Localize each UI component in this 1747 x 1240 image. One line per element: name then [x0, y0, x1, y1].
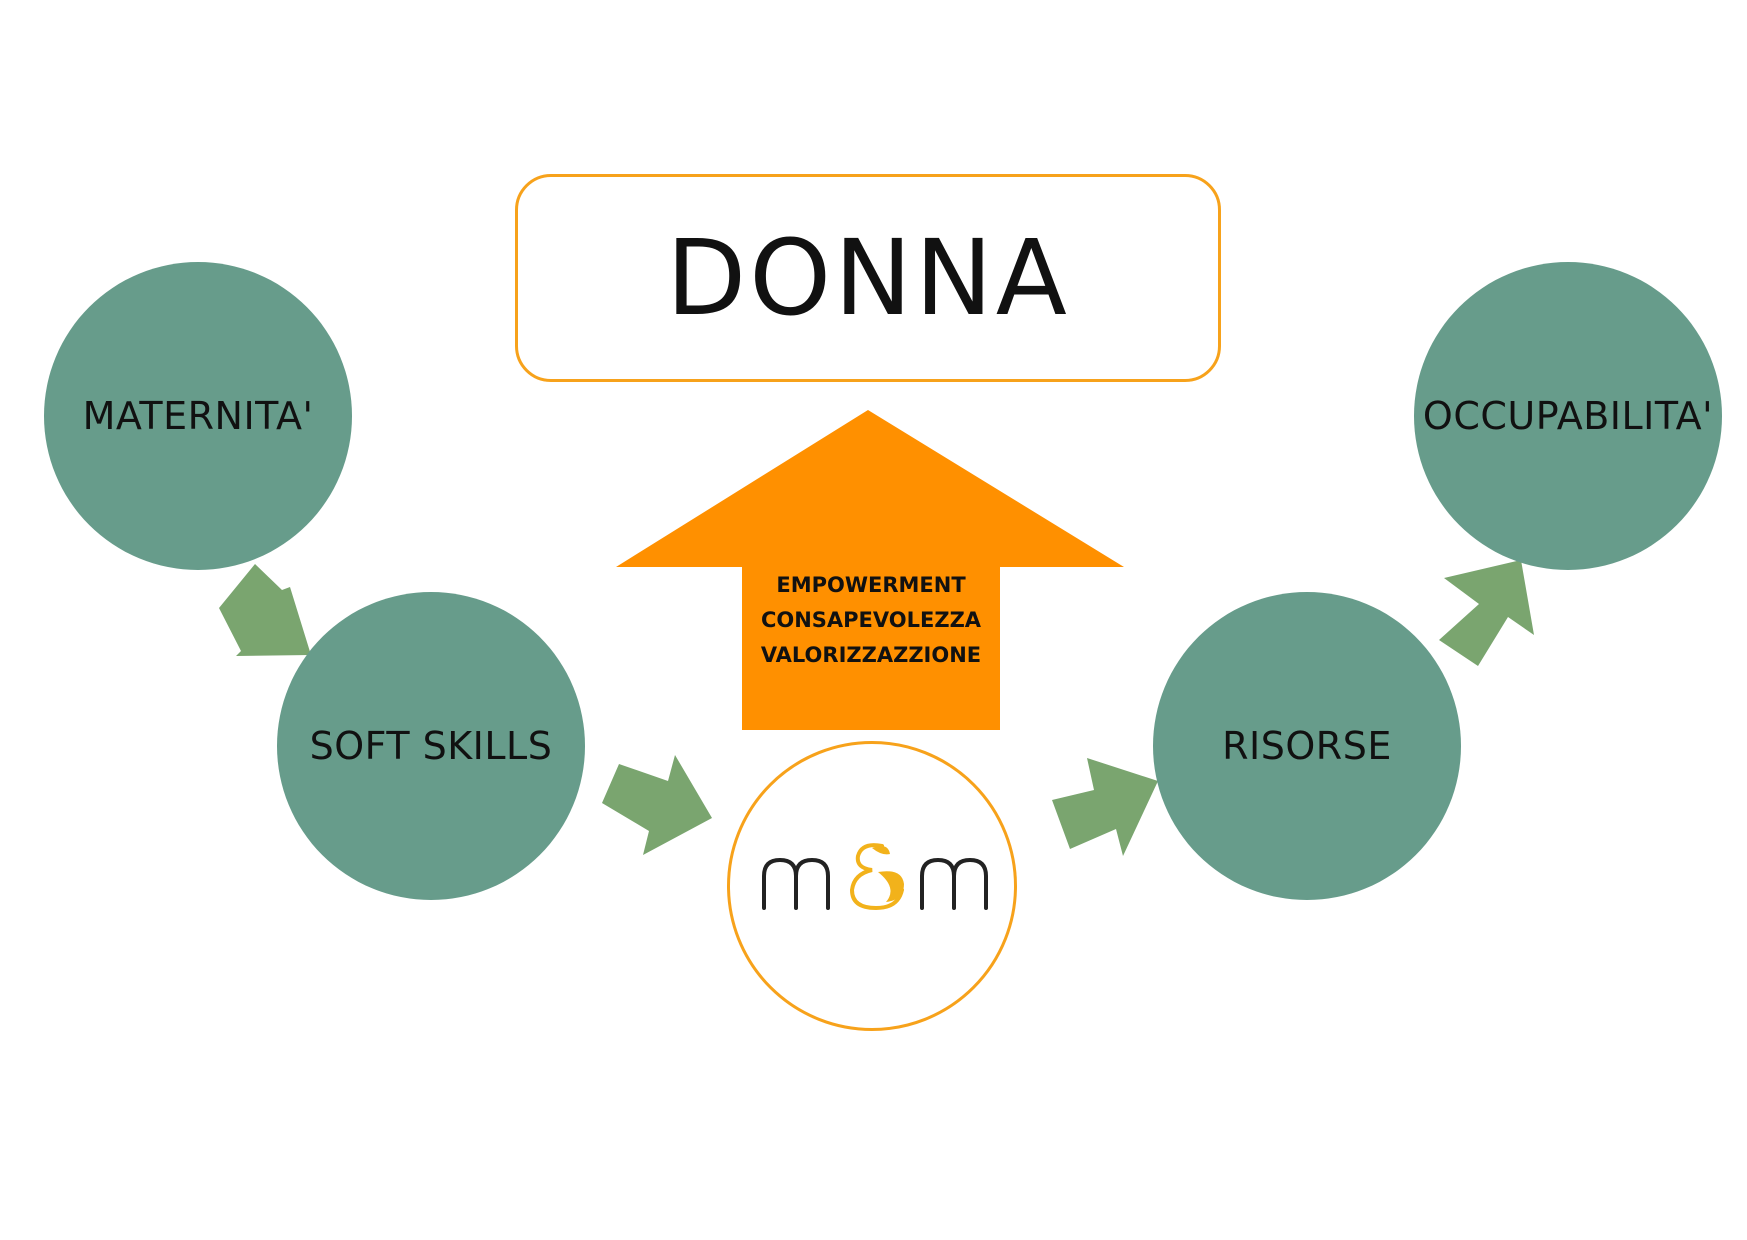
node-maternita: MATERNITA': [44, 262, 352, 570]
flow-arrow-softskills-to-logo: [602, 755, 712, 855]
donna-title: DONNA: [666, 217, 1070, 339]
up-arrow-text: EMPOWERMENT CONSAPEVOLEZZA VALORIZZAZZIO…: [742, 568, 1000, 673]
node-risorse: RISORSE: [1153, 592, 1461, 900]
flow-arrow-risorse-to-occupabilita: [1439, 560, 1534, 666]
node-label-soft-skills: SOFT SKILLS: [309, 724, 553, 768]
arrow-word-consapevolezza: CONSAPEVOLEZZA: [760, 608, 982, 632]
node-label-maternita: MATERNITA': [82, 394, 314, 438]
logo-circle: [727, 741, 1017, 1031]
node-occupabilita: OCCUPABILITA': [1414, 262, 1722, 570]
flow-arrow-maternita-to-softskills: [219, 564, 311, 656]
m-and-m-logo-icon: [762, 843, 988, 910]
node-label-risorse: RISORSE: [1222, 724, 1392, 768]
arrow-word-valorizzazzione: VALORIZZAZZIONE: [760, 643, 982, 667]
donna-box: DONNA: [515, 174, 1221, 382]
node-soft-skills: SOFT SKILLS: [277, 592, 585, 900]
flow-arrow-logo-to-risorse: [1052, 758, 1158, 856]
up-arrow: [616, 410, 1124, 730]
node-label-occupabilita: OCCUPABILITA': [1422, 394, 1714, 438]
arrow-word-empowerment: EMPOWERMENT: [776, 573, 966, 597]
